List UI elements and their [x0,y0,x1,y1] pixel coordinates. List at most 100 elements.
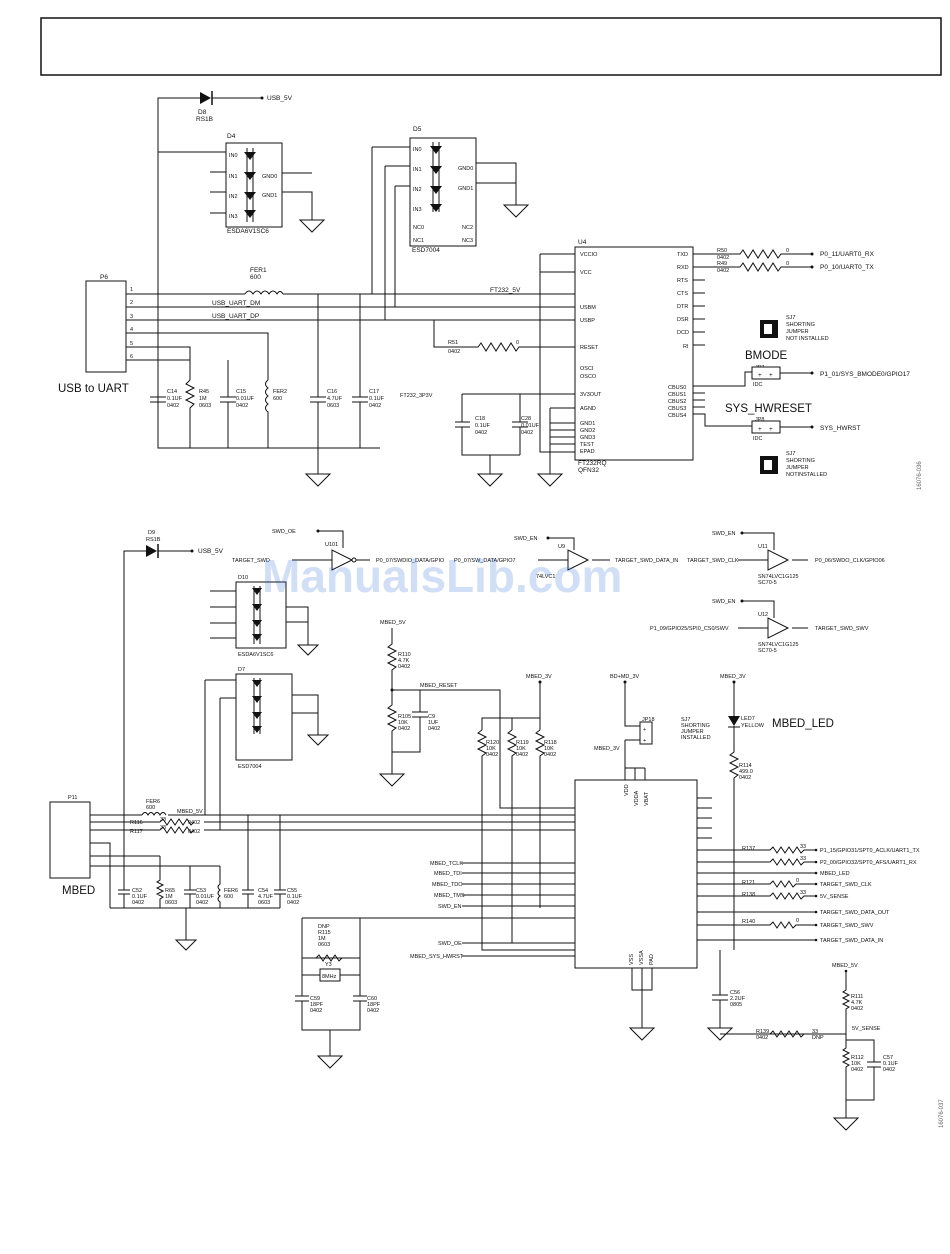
r111-value: 4.7K [851,1000,863,1006]
cap-ref: C53 [196,888,206,894]
pin-label: RESET [580,345,599,351]
cap-pkg: 0402 [167,403,179,409]
pin-label: GND1 [580,421,595,427]
net-label: MBED_TCLK [430,861,463,867]
cap-ref: C14 [167,389,177,395]
net-swd-en: SWD_EN [712,599,736,605]
pullup-pkg: 0402 [544,752,556,758]
pin-label: 1 [130,287,133,293]
led-title: MBED_LED [772,718,834,730]
net-usb-dm: USB_UART_DM [212,300,260,307]
cap-value: 0.1UF [167,396,183,402]
pin-label: NC0 [413,225,424,231]
pullup-value: 10K [486,746,496,752]
fer6-value: 600 [146,805,155,811]
pin-label: 6 [130,354,133,360]
sense-divider: MBED_5V R111 4.7K 0402 5V_SENSE R139 040… [720,963,899,1131]
pin-label: NC3 [462,238,473,244]
cap-pkg: 0402 [132,900,144,906]
net-mbed-3v: MBED_3V [526,674,552,680]
pullup-ref: R118 [544,740,557,746]
pin-label: CBUS0 [668,385,686,391]
r112-ref: R112 [851,1055,864,1061]
r117-pkg: 0402 [188,829,200,835]
pin-label: IN3 [229,214,238,220]
pin-label: 5 [130,341,133,347]
cap-value: 0.01UF [196,894,215,900]
cap-pkg: 0603 [165,900,177,906]
cap-value: 18PF [367,1002,381,1008]
mcu-left-nets: MBED_TCLK MBED_TDI MBED_TDO MBED_TMS SWD… [410,861,575,960]
cap-pkg: 0402 [196,900,208,906]
net-target-swd-clk: TARGET_SWD_CLK [687,558,739,564]
net-target-swd: TARGET_SWD [232,558,270,564]
net-res-value: 33 [800,856,806,862]
r110-pkg: 0402 [398,664,410,670]
pullup-ref: R120 [486,740,499,746]
pullup-pkg: 0402 [516,752,528,758]
c57-pkg: 0402 [883,1067,895,1073]
jp8-type: IDC [753,436,763,442]
d4-part: ESDA6V1SC6 [227,228,269,235]
net-usb-dp: USB_UART_DP [212,313,259,320]
sj7-line: NOT INSTALLED [786,336,829,342]
r110-value: 4.7K [398,658,410,664]
c9-value: 1UF [428,720,439,726]
d4-ref: D4 [227,133,236,140]
pin-label: IN2 [413,187,422,193]
r117-value: 33 [160,825,166,831]
net-mbed-5v: MBED_5V [380,620,406,626]
net-res-value: 0 [796,918,799,924]
u11-pkg: SC70-5 [758,580,777,586]
uart-resistors: R50 0402 0 P0_11/UART0_RX R49 0402 0 P0_… [693,248,875,427]
dnp-label: DNP [318,924,330,930]
r45-ref: R45 [199,389,209,395]
solder-jumper-sj7-top: SJ7 SHORTING JUMPER NOT INSTALLED [760,315,829,342]
net-res-value: 33 [800,844,806,850]
net-label: TARGET_SWD_SWV [820,923,874,929]
r50-ref: R50 [717,248,727,254]
fer2-value: 600 [273,396,282,402]
cap-pkg: 0402 [310,1008,322,1014]
c56-value: 2.2UF [730,996,746,1002]
net-label: MBED_TDI [434,871,462,877]
buffer-u12: SWD_EN U12 SN74LVC1G125 SC70-5 P1_09/GPI… [650,599,869,654]
net-bd-md-3v: BD+MD_3V [610,674,640,680]
d5-ref: D5 [413,126,422,133]
y3-freq: 8MHz [322,974,337,980]
pin-label: IN0 [413,147,422,153]
u11-part: SN74LVC1G125 [758,574,799,580]
r50-value: 0 [786,248,789,254]
sj7-line: SHORTING [786,322,815,328]
cap-ref: C54 [258,888,268,894]
jp18-note: SHORTING [681,723,710,729]
led-ref: LED7 [741,716,755,722]
cap-ref: C55 [287,888,297,894]
pin-label: OSCO [580,374,597,380]
pin-label: AGND [580,406,596,412]
pin-label: IN1 [413,167,422,173]
r112-pkg: 0402 [851,1067,863,1073]
net-bmode: P1_01/SYS_BMODE0/GPIO17 [820,371,910,378]
header-frame [40,17,942,76]
r45-value: 1M [199,396,207,402]
net-swd-en: SWD_EN [712,531,736,537]
r115-ref: R115 [318,930,331,936]
net-res-value: 33 [800,890,806,896]
connector-ref: P6 [100,274,108,281]
net-sys-hwrst: SYS_HWRST [820,425,860,432]
r51-value: 0 [516,340,519,346]
net-p0-07: P0_07/SW_DATA/GPIO7 [454,558,516,564]
mcu-right-nets: R137 33 P1_15/GPIO31/SPT0_ACLK/UART1_TX … [697,844,920,944]
jumper-jp18: BD+MD_3V + + JP18 SJ7 SHORTING JUMPER IN… [594,674,711,778]
net-mbed-3v: MBED_3V [720,674,746,680]
pin-label: GND0 [262,174,277,180]
net-res-value: 0 [796,878,799,884]
r105-ref: R105 [398,714,411,720]
input-filter-caps: C14 0.1UF 0402 R45 1M 0603 C15 0.01UF 04… [150,294,385,487]
cap-pkg: 0402 [236,403,248,409]
pin-label: IN2 [229,194,238,200]
solder-jumper-sj7-bottom: SJ7 SHORTING JUMPER NOTINSTALLED [760,451,827,478]
c57-ref: C57 [883,1055,893,1061]
